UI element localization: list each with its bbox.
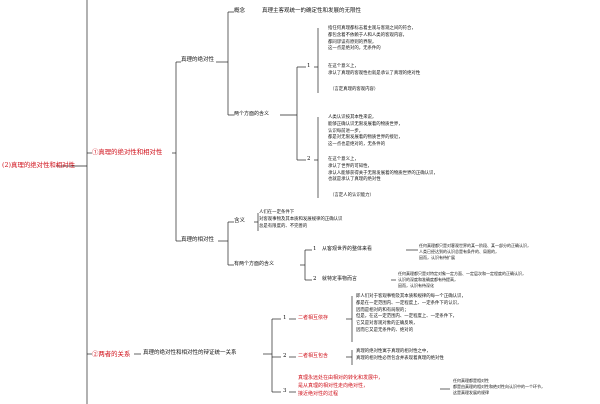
meaning-2-text: 人类认识按其本性来说，能够正确认识无限发展着的物质世界，认识每前进一步，都是对无… [328,115,403,148]
meaning-1-text: 指任何真理都标志着主观与客观之间的符合，都包含着不依赖于人和人类的客观内容，都同… [328,26,416,52]
node-two-aspects[interactable]: 有两个方面的含义 [234,261,275,267]
aspect-2-number: 2 [313,276,317,282]
aspect-1-text[interactable]: 从客观世界的整体来看 [322,246,373,252]
aspect-2-text[interactable]: 就特定事物而言 [322,276,358,282]
meaning-1-number: 1 [307,63,311,69]
relation-2-key[interactable]: 二者相互包含 [298,353,329,359]
relation-2-number: 2 [283,353,287,359]
meaning-2-sub: 在这个意义上，承认了世界的可知性，承认人能够获得关于无限发展着的物质世界的正确认… [328,157,438,183]
relation-2-text: 真理的绝对性寓于真理的相对性之中，真理的相对性必然包含并表现着真理的绝对性 [356,349,444,361]
root-node[interactable]: (2)真理的绝对性和相对性 [2,161,75,169]
node-concept-text: 真理主客观统一的确定性和发展的无限性 [262,8,362,14]
node-relativity[interactable]: 真理的相对性 [181,237,215,243]
branch-truth-absolute-relative[interactable]: ①真理的绝对性和相对性 [92,148,163,156]
meaning-2-paren: （言定人的认识能力） [330,193,374,198]
meaning-1-paren: （言定真理的客观内容） [330,87,379,92]
relation-3-note: 任何真理都是相对性都是由真理的相对性和绝对性向认识中的一个环节，这是真理发展的规… [453,378,545,396]
relation-3-text[interactable]: 真理永远处在由相对的转化和发展中，是从真理的相对性走向绝对性，接近绝对性的过程 [298,375,384,397]
relation-1-number: 1 [283,315,287,321]
node-two-meanings[interactable]: 两个方面的含义 [234,111,270,117]
node-dialectical-unity[interactable]: 真理的绝对性和相对性的辩证统一关系 [143,350,237,356]
node-meaning-key[interactable]: 含义 [234,218,246,224]
branch-relationship[interactable]: ②两者的关系 [92,350,131,358]
node-meaning-text: 人们在一定条件下对客观事物及其本质和发展规律的正确认识总是有限度的、不完善的 [259,210,343,229]
node-concept-key[interactable]: 概念 [234,8,246,14]
meaning-2-number: 2 [307,156,311,162]
relation-1-text: 即人们对于客观事物及其本质和规律的每一个正确认识，都是在一定范围内、一定程度上、… [356,294,466,334]
relation-3-number: 3 [283,388,287,394]
aspect-2-note: 任何真理都只是对特定对象一定方面、一定层次和一定程度的正确认识，认识的深度和准确… [398,271,526,289]
meaning-1-sub: 在这个意义上，承认了真理的客观性也就是承认了真理的绝对性 [328,64,421,76]
aspect-1-number: 1 [313,246,317,252]
aspect-1-note: 任何真理都只是对客观世界的某一阶段、某一部分的正确认识，人类已经达到的认识总是有… [419,243,531,261]
node-absoluteness[interactable]: 真理的绝对性 [181,57,215,63]
relation-1-key[interactable]: 二者相互依存 [298,315,329,321]
